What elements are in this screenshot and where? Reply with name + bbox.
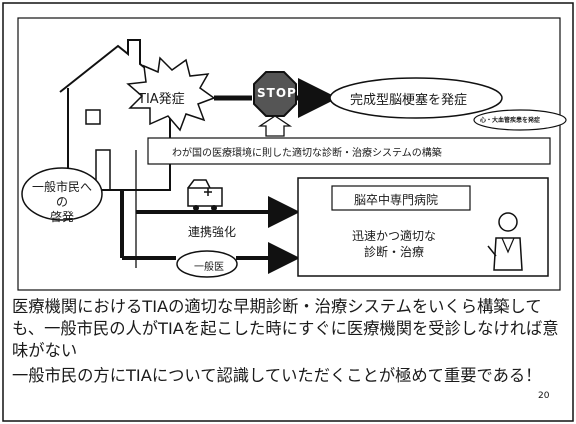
page-number: 20: [538, 391, 550, 401]
stop-sign-label: STOP: [257, 86, 297, 100]
public-edu-label: 一般市民への 啓発: [31, 180, 92, 224]
cooperation-label: 連携強化: [188, 225, 237, 239]
hospital-name-box: [331, 185, 471, 211]
hospital-label: 脳卒中専門病院: [354, 193, 439, 207]
gp-label: 一般医: [194, 262, 224, 273]
public-edu-ellipse: [21, 167, 103, 221]
diagram-frame: [17, 17, 561, 291]
ambulance-icon: [187, 179, 223, 211]
tia-onset-label: TIA発症: [138, 92, 185, 107]
system-build-label: わが国の医療環境に則した適切な診断・治療システムの構築: [172, 148, 442, 159]
cardio-ellipse: [473, 109, 567, 131]
prompt-care-label: 迅速かつ適切な 診断・治療: [351, 229, 436, 259]
tia-burst: [126, 56, 216, 132]
gp-ellipse: [176, 250, 238, 278]
system-build-box: [147, 137, 551, 165]
body-paragraph-1: 医療機関におけるTIAの適切な早期診断・治療システムをいくら構築しても、一般市民…: [12, 297, 559, 360]
stroke-ellipse: [329, 77, 503, 119]
doctor-icon: [487, 212, 523, 271]
stroke-onset-label: 完成型脳梗塞を発症: [350, 93, 468, 108]
body-paragraph-2: 一般市民の方にTIAについて認識していただくことが極めて重要である！: [12, 366, 542, 385]
up-arrow: [257, 115, 293, 137]
stop-sign: [253, 71, 297, 117]
cardio-label: 心・大血管疾患を発症: [480, 117, 541, 124]
